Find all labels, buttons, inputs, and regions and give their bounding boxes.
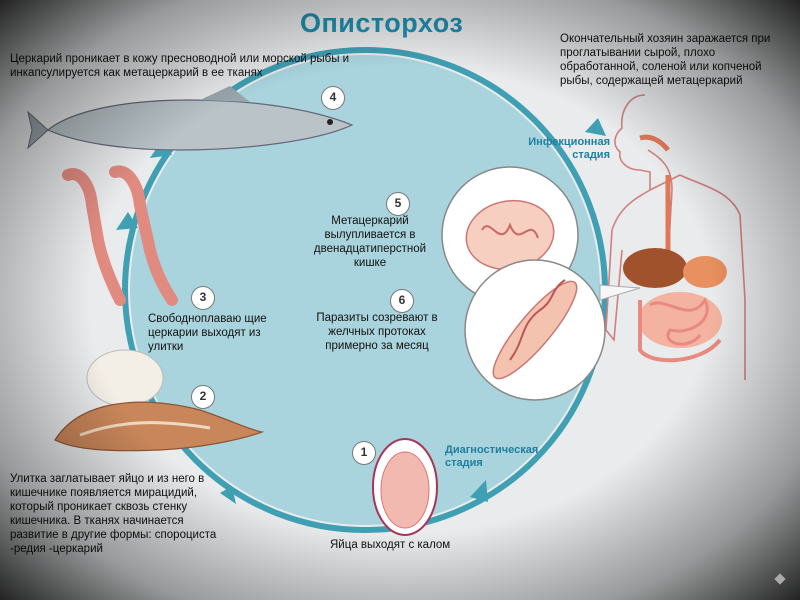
step-4-number: 4 xyxy=(321,86,345,110)
step-6-text: Паразиты созревают в желчных протоках пр… xyxy=(316,312,438,352)
egg-illustration xyxy=(372,438,438,536)
step-5-text: Метацеркарий вылупливается в двенадцатип… xyxy=(313,215,427,269)
step-1-text: Яйца выходят с калом xyxy=(330,539,451,551)
cycle-arrow-top-right xyxy=(585,118,606,136)
adult-fluke-magnified xyxy=(464,259,606,401)
step-2-text: Улитка заглатывает яйцо и из него в кише… xyxy=(10,473,217,555)
zoom-pointer xyxy=(599,284,641,301)
host-text: Окончательный хозяин заражается при прог… xyxy=(560,33,771,87)
diagnostic-stage-label: Диагностическая стадия xyxy=(445,444,539,469)
step-3-number: 3 xyxy=(191,286,215,310)
page-title: Описторхоз xyxy=(300,8,464,38)
step-1-number: 1 xyxy=(352,441,376,465)
step-3-text: Свободноплаваю щие церкарии выходят из у… xyxy=(148,313,267,353)
infection-stage-label: Инфекционная стадия xyxy=(528,136,610,161)
step-5-number: 5 xyxy=(386,192,410,216)
step-6-number: 6 xyxy=(390,289,414,313)
step-4-text: Церкарий проникает в кожу пресноводной и… xyxy=(10,53,350,79)
step-2-number: 2 xyxy=(191,385,215,409)
